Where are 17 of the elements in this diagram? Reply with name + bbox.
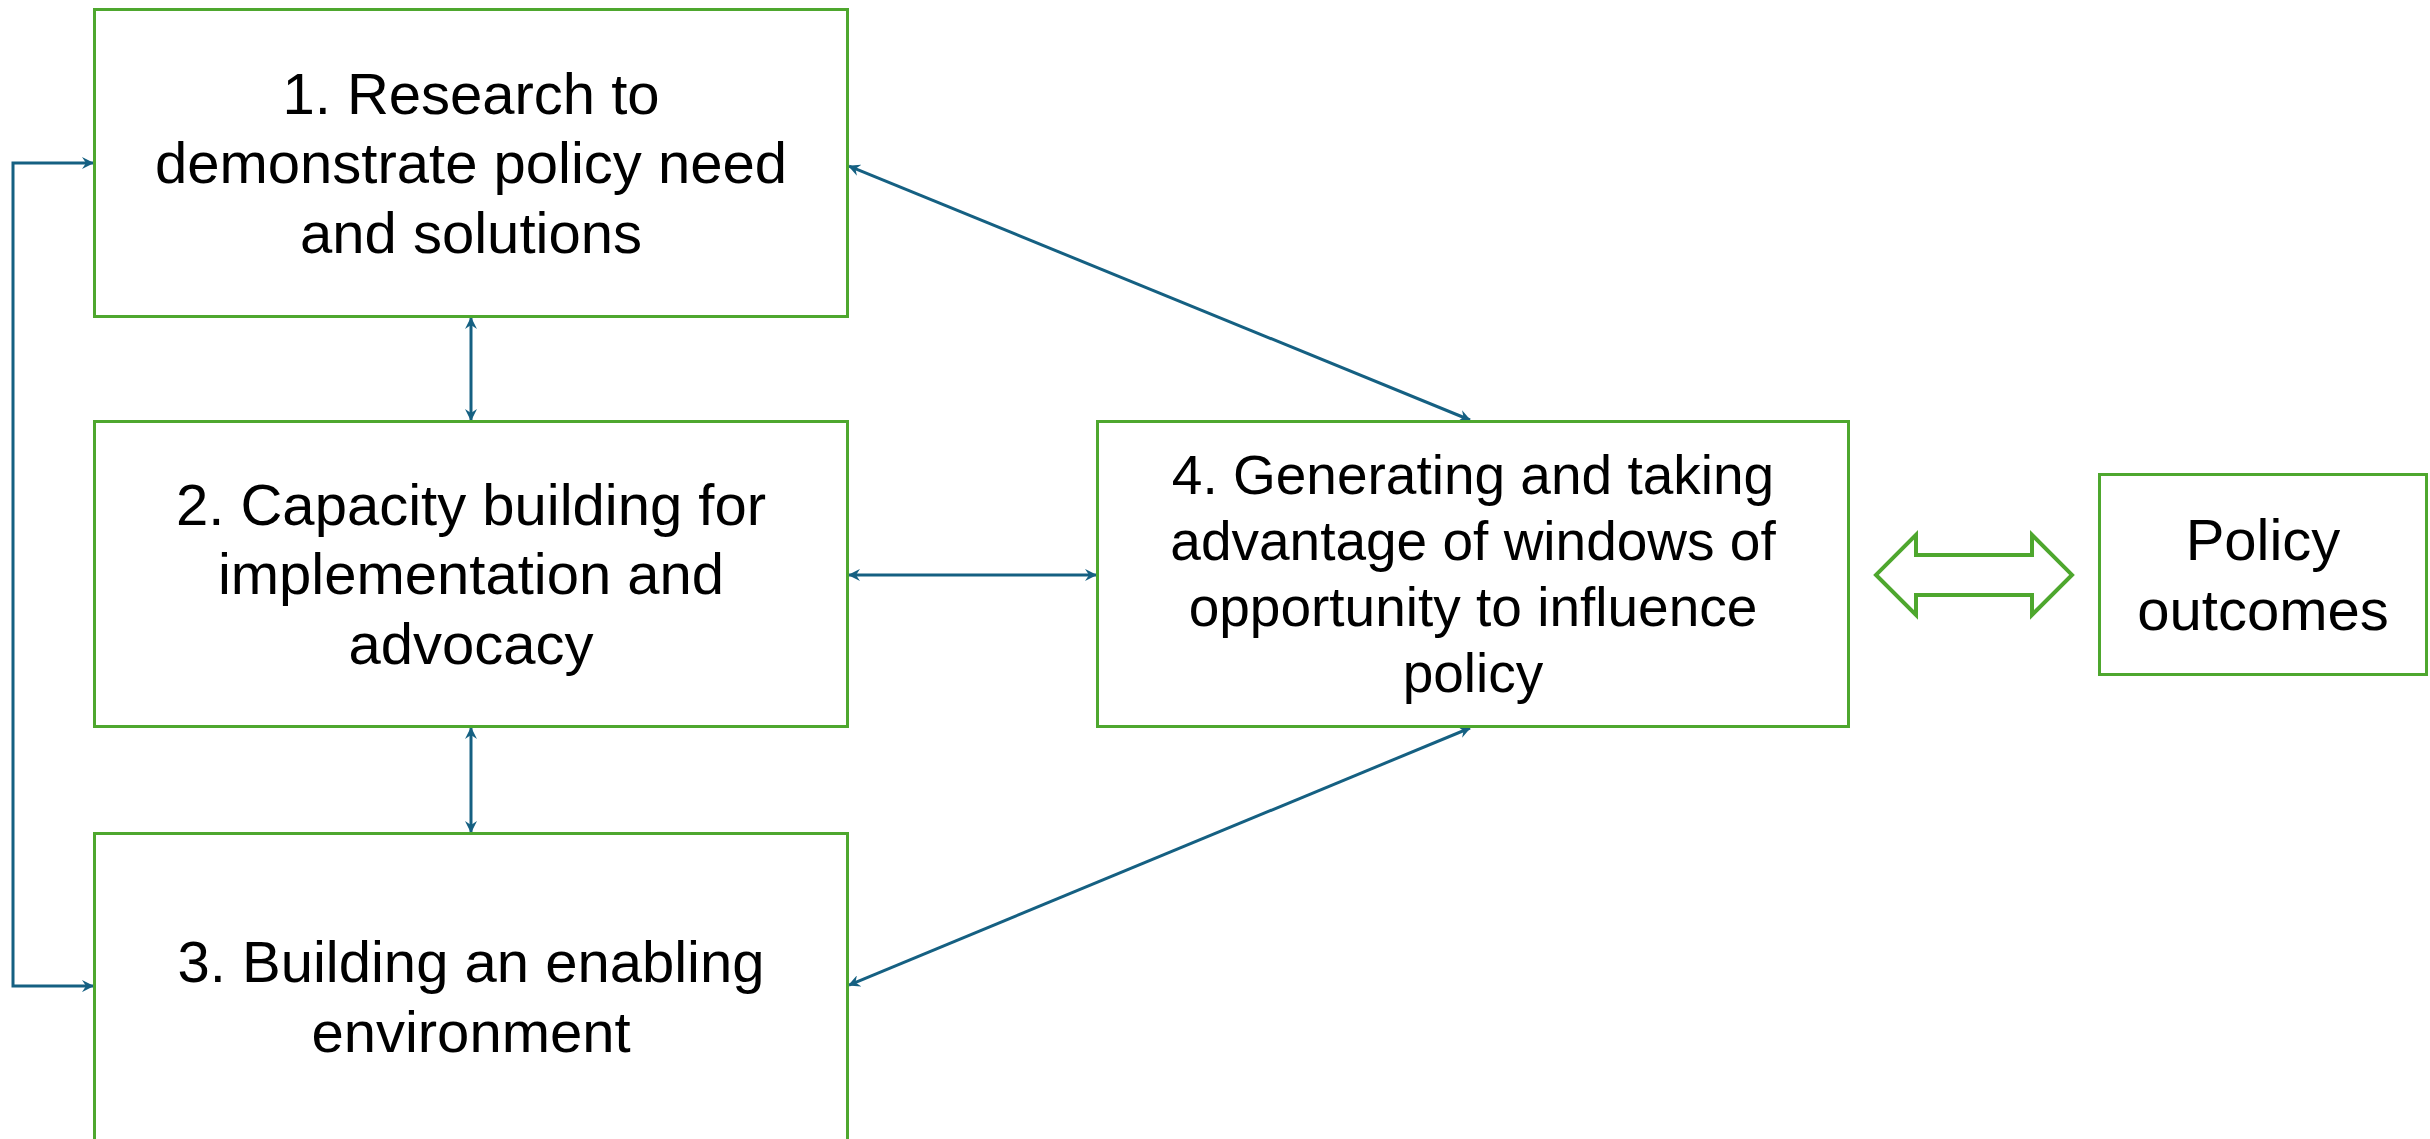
arrow xyxy=(848,726,1471,987)
process-box xyxy=(93,8,849,318)
box-label: 2. Capacity building for implementation and advocacy xyxy=(175,470,767,678)
arrow xyxy=(11,157,94,993)
arrow xyxy=(465,727,477,833)
box-label: 3. Building an enabling environment xyxy=(176,928,766,1066)
arrow xyxy=(848,568,1097,581)
process-box xyxy=(2098,473,2428,676)
arrow xyxy=(465,317,477,421)
double-arrow xyxy=(1873,530,2075,620)
process-box xyxy=(93,832,849,1139)
box-label: 1. Research to demonstrate policy need and solutions xyxy=(154,59,788,267)
arrow xyxy=(848,164,1471,422)
process-box xyxy=(93,420,849,728)
box-label: 4. Generating and taking advantage of windows of opportunity to influence policy xyxy=(1169,443,1777,706)
box-label: Policy outcomes xyxy=(2136,505,2390,644)
process-box xyxy=(1096,420,1850,728)
